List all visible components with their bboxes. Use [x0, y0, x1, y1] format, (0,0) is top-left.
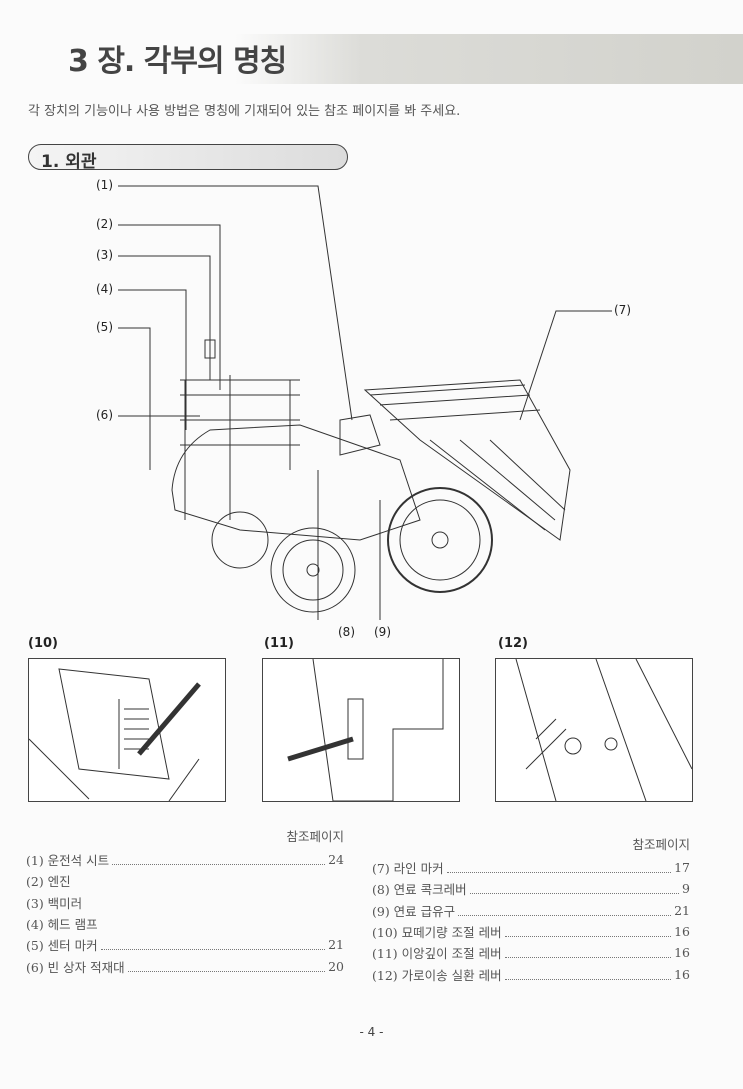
inset-label-11: (11) [264, 636, 294, 651]
leader-line-5 [118, 327, 151, 470]
callout-1: (1) [96, 178, 113, 192]
planting-unit [363, 379, 571, 541]
machine-body [171, 424, 421, 541]
rice-transplanter-illustration [118, 185, 612, 620]
page-title: 3 장. 각부의 명칭 [68, 44, 287, 79]
leader-line-1 [118, 185, 353, 421]
front-wheel [270, 527, 356, 613]
front-wheel-left [211, 511, 269, 569]
callout-4: (4) [96, 282, 113, 296]
list-item: (4) 헤드 램프 [26, 917, 98, 933]
list-item: (2) 엔진 [26, 874, 71, 890]
inset-label-10: (10) [28, 636, 58, 651]
seedling-rack [180, 379, 300, 446]
leader-line-4 [118, 289, 187, 430]
section-title: 1. 외관 [41, 152, 97, 172]
ref-page-header: 참조페이지 [286, 829, 344, 844]
leader-line-7 [519, 310, 612, 421]
page-number: - 4 - [359, 1025, 384, 1039]
inset-planting-depth-lever [262, 658, 460, 802]
inset-label-12: (12) [498, 636, 528, 651]
title-band [235, 34, 743, 84]
ref-page-header: 참조페이지 [632, 837, 690, 852]
intro-text: 각 장치의 기능이나 사용 방법은 명칭에 기재되어 있는 참조 페이지를 봐 … [28, 104, 461, 119]
inset-seedling-amount-lever [28, 658, 226, 802]
inset-traverse-shift-lever [495, 658, 693, 802]
callout-6: (6) [96, 408, 113, 422]
section-header: 1. 외관 [28, 144, 348, 172]
callout-5: (5) [96, 320, 113, 334]
driver-seat [339, 414, 381, 456]
callout-8: (8) [338, 625, 355, 639]
callout-7: (7) [614, 303, 631, 317]
callout-2: (2) [96, 217, 113, 231]
callout-9: (9) [374, 625, 391, 639]
leader-line-3 [118, 255, 211, 380]
rear-wheel [387, 487, 493, 593]
list-item: (3) 백미러 [26, 895, 83, 911]
rearview-mirror [204, 339, 216, 359]
leader-line-2 [118, 224, 221, 390]
callout-3: (3) [96, 248, 113, 262]
